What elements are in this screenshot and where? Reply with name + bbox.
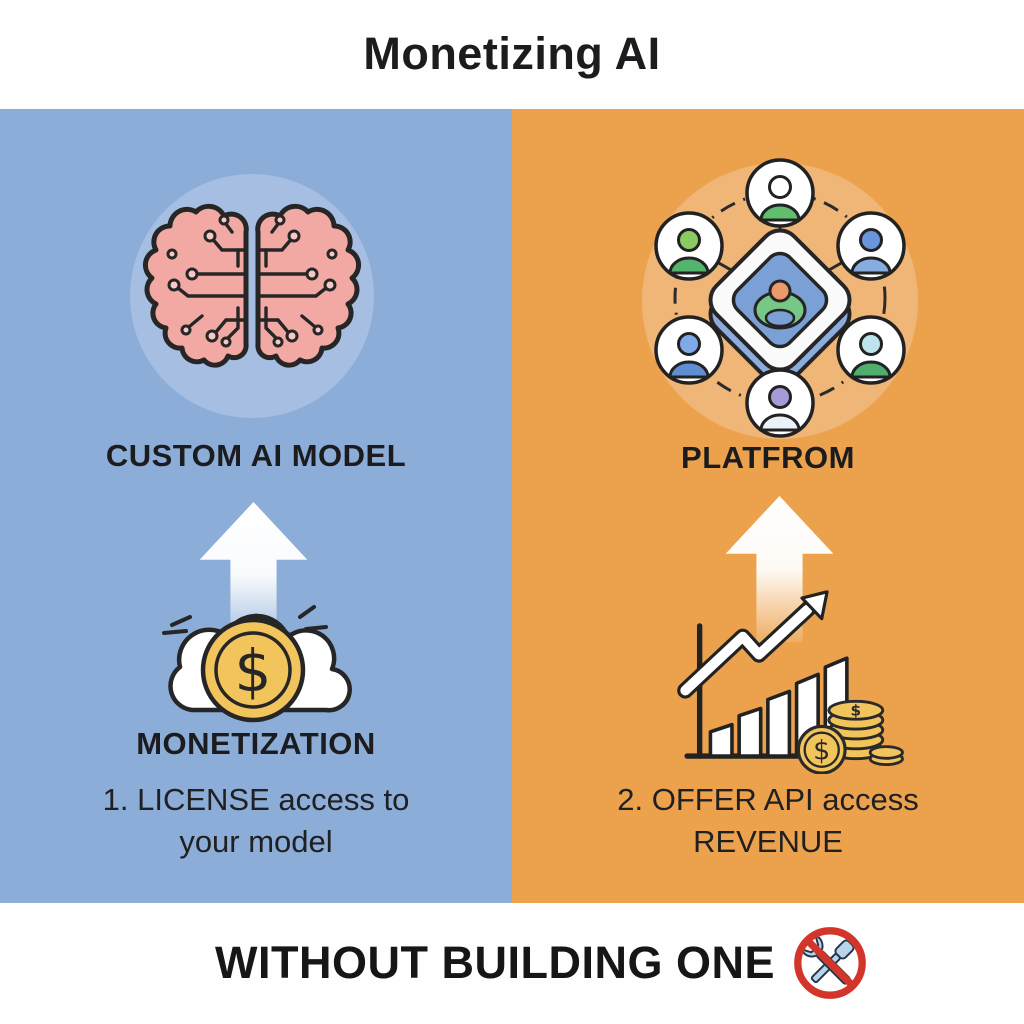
left-heading: CUSTOM AI MODEL: [105, 438, 407, 473]
up-arrow-icon: [196, 502, 311, 652]
cloud-dollar-coin-icon: $: [140, 585, 370, 730]
left-step-text: 1. LICENSE access to your model: [0, 779, 512, 863]
left-step-line1: 1. LICENSE access to: [102, 782, 410, 817]
footer: WITHOUT BUILDING ONE: [30, 918, 1024, 1008]
page-title: Monetizing AI: [363, 28, 661, 79]
user-avatars: [654, 158, 906, 438]
monetization-label: MONETIZATION: [136, 726, 376, 761]
platform-network-icon: [640, 158, 920, 438]
right-heading: PLATFROM: [681, 440, 855, 475]
circuit-brain-icon: [142, 196, 362, 396]
dollar-sign: $: [235, 637, 272, 705]
up-arrow-icon: [722, 496, 837, 646]
svg-text:$: $: [851, 702, 862, 720]
no-tools-icon: [791, 924, 869, 1002]
right-step-text: 2. OFFER API access REVENUE: [512, 779, 1024, 863]
footer-text: WITHOUT BUILDING ONE: [215, 937, 775, 988]
left-step-line2: your model: [179, 824, 333, 859]
right-step-line1: 2. OFFER API access: [617, 782, 919, 817]
svg-text:$: $: [813, 736, 830, 767]
right-step-line2: REVENUE: [693, 824, 843, 859]
growth-chart-coins-icon: $ $: [676, 590, 910, 774]
